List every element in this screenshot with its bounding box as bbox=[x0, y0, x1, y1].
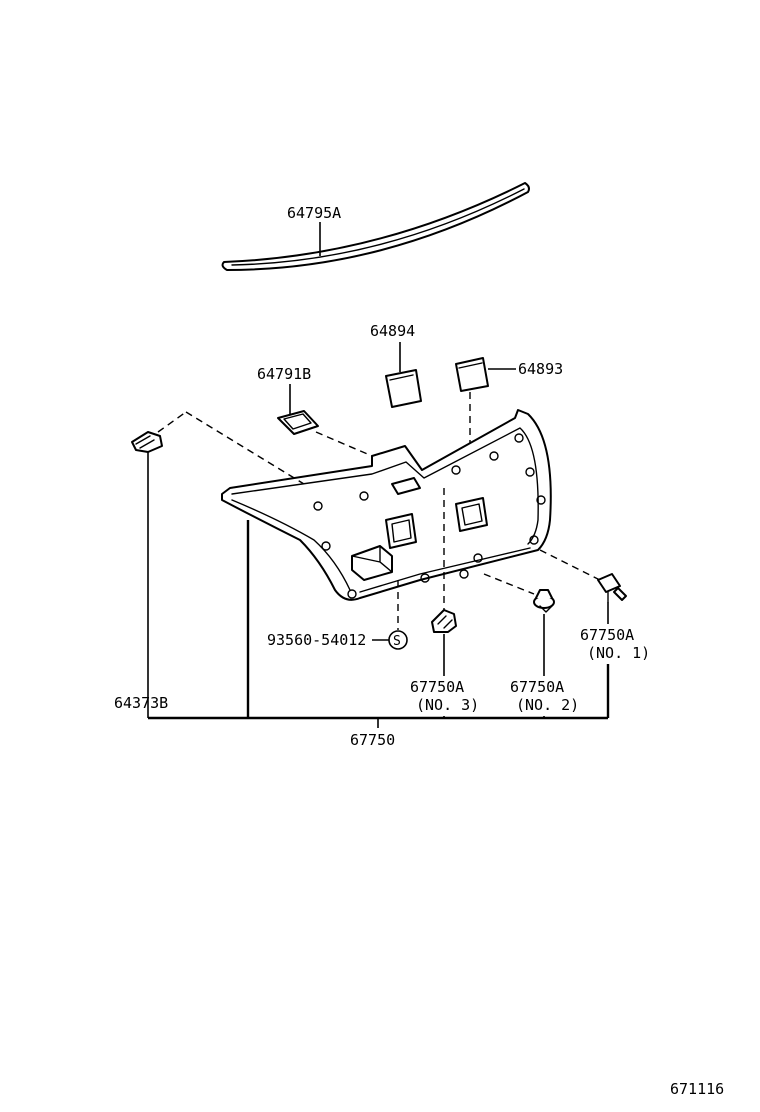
label-clip-no3-note: (NO. 3) bbox=[416, 696, 479, 714]
clip-no2-part bbox=[533, 589, 555, 613]
assembly-bracket bbox=[148, 520, 610, 728]
molding-strip bbox=[221, 182, 530, 271]
label-assembly: 67750 bbox=[350, 731, 395, 749]
label-clip-no2-note: (NO. 2) bbox=[516, 696, 579, 714]
label-clip-no3-part: 67750A bbox=[410, 678, 464, 696]
figure-number: 671116 bbox=[670, 1080, 724, 1098]
dash-left-clip bbox=[157, 411, 187, 433]
clip-no1-part bbox=[597, 573, 627, 603]
label-cover-side: 64893 bbox=[518, 360, 563, 378]
cover-side-part bbox=[455, 357, 489, 392]
label-screw-mark: S bbox=[393, 634, 401, 649]
label-cover-upper: 64894 bbox=[370, 322, 415, 340]
label-clip-no1-note: (NO. 1) bbox=[587, 644, 650, 662]
label-clip-no1-part: 67750A bbox=[580, 626, 634, 644]
clip-left-part bbox=[131, 431, 163, 453]
label-pad: 64791B bbox=[257, 365, 311, 383]
dash-clip-no1 bbox=[539, 549, 601, 581]
label-clip-left: 64373B bbox=[114, 694, 168, 712]
pad-part bbox=[277, 410, 319, 435]
label-molding: 64795A bbox=[287, 204, 341, 222]
trim-panel bbox=[221, 409, 552, 601]
dash-clip-no2 bbox=[483, 573, 535, 595]
cover-upper-part bbox=[385, 369, 422, 408]
label-clip-no2-part: 67750A bbox=[510, 678, 564, 696]
label-screw: 93560-54012 bbox=[267, 631, 366, 649]
clip-no3-part bbox=[431, 609, 457, 633]
